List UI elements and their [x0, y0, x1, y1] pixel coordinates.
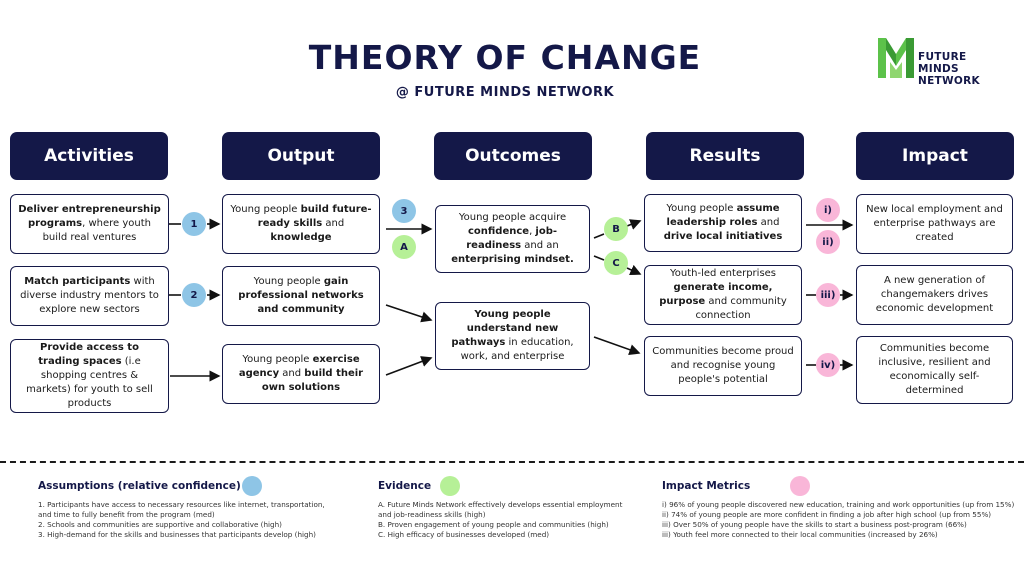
metric-badge-iii: iii): [816, 283, 840, 307]
header-results: Results: [646, 132, 804, 180]
outcome-box-2: Young people understand new pathways in …: [435, 302, 590, 370]
output-box-1: Young people build future-ready skills a…: [222, 194, 380, 254]
page-title: THEORY OF CHANGE: [308, 38, 702, 77]
logo-m-icon: [878, 38, 914, 78]
assumptions-dot: [242, 476, 262, 496]
activity-box-3: Provide access to trading spaces (i.e sh…: [10, 339, 169, 413]
assumption-badge-2: 2: [182, 283, 206, 307]
metric-badge-i: i): [816, 198, 840, 222]
outcome-box-1: Young people acquire confidence, job-rea…: [435, 205, 590, 273]
output-box-2: Young people gain professional networks …: [222, 266, 380, 326]
evidence-badge-b: B: [604, 217, 628, 241]
activity-box-1: Deliver entrepreneurship programs, where…: [10, 194, 169, 254]
metrics-dot: [790, 476, 810, 496]
result-box-1: Young people assume leadership roles and…: [644, 194, 802, 252]
evidence-dot: [440, 476, 460, 496]
header-activities: Activities: [10, 132, 168, 180]
metrics-list: i) 96% of young people discovered new ed…: [662, 500, 1015, 539]
assumption-badge-1: 1: [182, 212, 206, 236]
logo-text: FUTURE MINDS NETWORK: [918, 51, 980, 87]
metric-badge-ii: ii): [816, 230, 840, 254]
header-output: Output: [222, 132, 380, 180]
evidence-list: A. Future Minds Network effectively deve…: [378, 500, 623, 539]
activity-box-2: Match participants with diverse industry…: [10, 266, 169, 326]
assumptions-title: Assumptions (relative confidence): [38, 480, 241, 492]
evidence-badge-c: C: [604, 251, 628, 275]
logo: FUTURE MINDS NETWORK: [876, 36, 1006, 87]
output-box-3: Young people exercise agency and build t…: [222, 344, 380, 404]
impact-box-1: New local employment and enterprise path…: [856, 194, 1013, 254]
assumptions-list: 1. Participants have access to necessary…: [38, 500, 325, 539]
impact-box-2: A new generation of changemakers drives …: [856, 265, 1013, 325]
evidence-title: Evidence: [378, 480, 432, 492]
page-subtitle: @ FUTURE MINDS NETWORK: [395, 85, 615, 100]
assumption-badge-3: 3: [392, 199, 416, 223]
header-outcomes: Outcomes: [434, 132, 592, 180]
header-impact: Impact: [856, 132, 1014, 180]
metric-badge-iv: iv): [816, 353, 840, 377]
evidence-badge-a: A: [392, 235, 416, 259]
result-box-2: Youth-led enterprises generate income, p…: [644, 265, 802, 325]
impact-box-3: Communities become inclusive, resilient …: [856, 336, 1013, 404]
section-divider: [0, 461, 1024, 463]
result-box-3: Communities become proud and recognise y…: [644, 336, 802, 396]
metrics-title: Impact Metrics: [662, 480, 751, 492]
